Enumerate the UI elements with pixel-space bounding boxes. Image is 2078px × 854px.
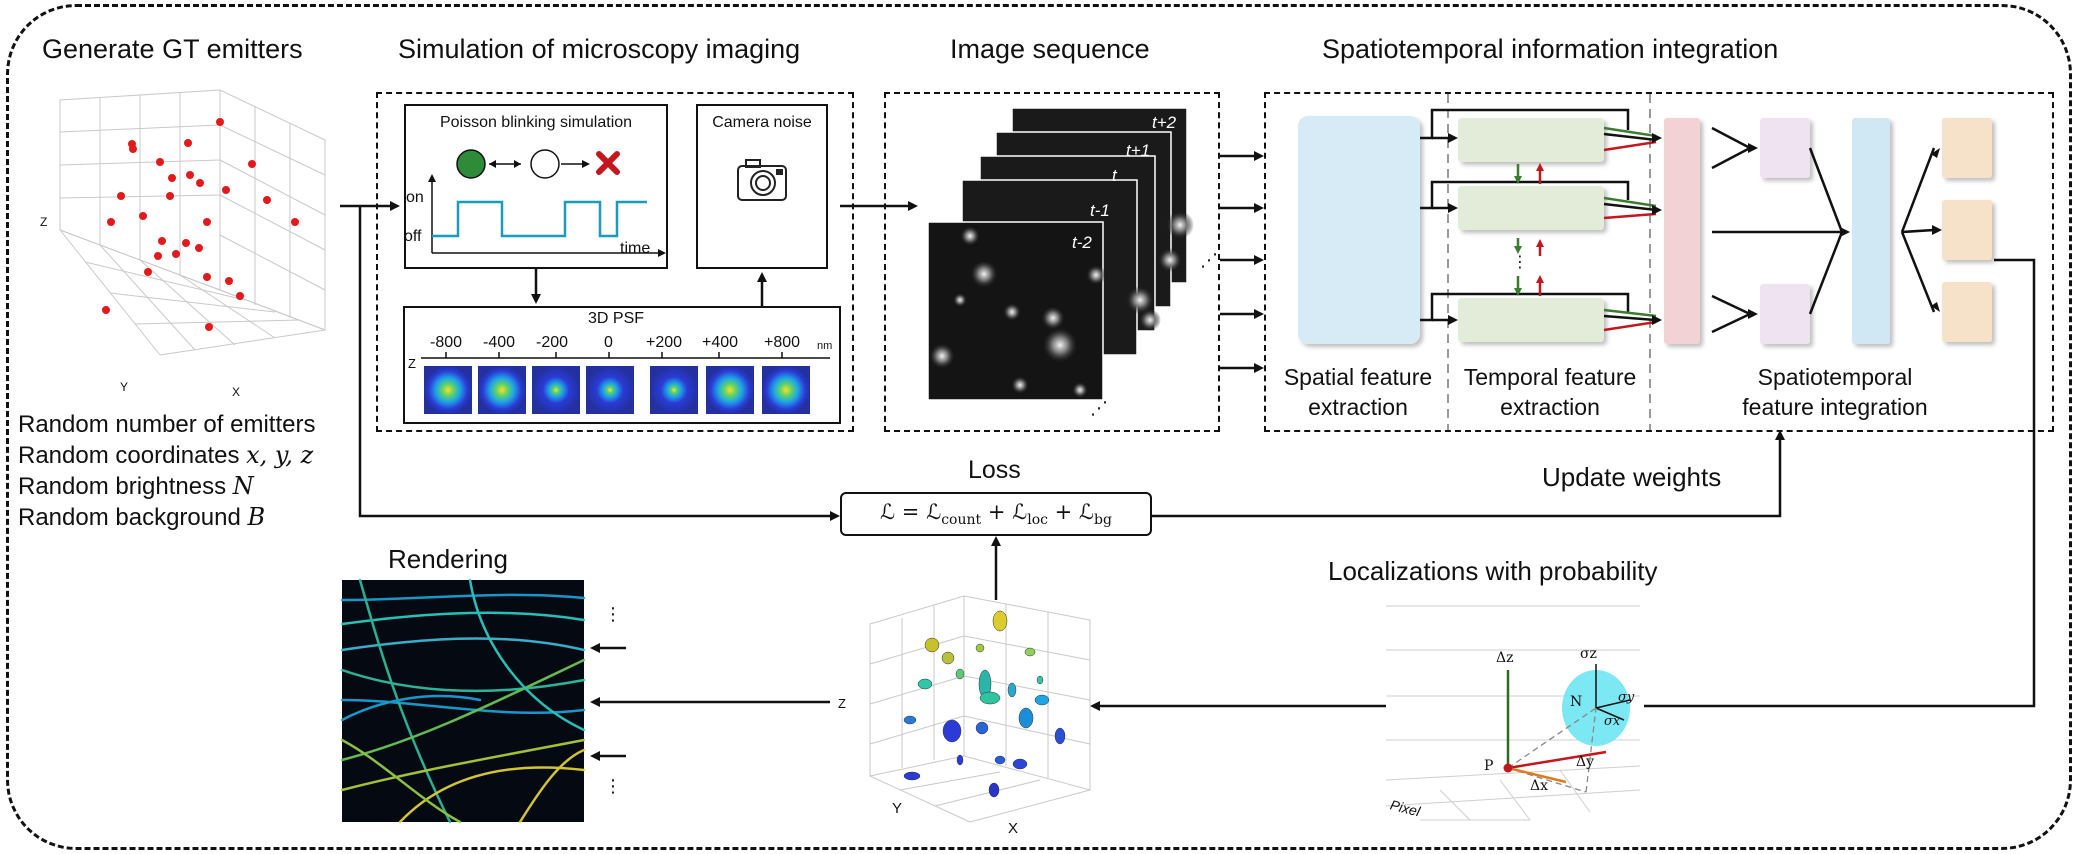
update-weights: Update weights [1542,462,1722,492]
camera-box [696,104,828,269]
loss-title: Loss [968,456,1021,484]
camera-icon [737,159,787,201]
gt-lines: Random number of emitters Random coordin… [18,410,315,533]
sim-title: Simulation of microscopy imaging [398,34,801,64]
frame-label-t: t [1112,166,1117,185]
psf-axis-z: Z [408,356,416,371]
gt-line-brightness: Random brightness N [18,472,254,500]
psf-tick-3: 0 [604,334,613,351]
loc3d-axis-y: Y [892,800,903,817]
psf-tick-1: -400 [483,334,516,351]
prob-sigma-y: σy [1618,690,1635,705]
psf-box [403,306,841,424]
gt-axis-y: Y [120,380,129,394]
st-box [1264,92,2054,432]
psf-title: 3D PSF [588,310,645,327]
psf-tick-2: -200 [536,334,569,351]
integ-blue [1852,118,1890,344]
frame-label-t-plus-1: t+1 [1126,141,1151,160]
gt-title: Generate GT emitters [42,34,303,64]
gt-line-number: Random number of emitters [18,411,316,438]
prob-dy: Δy [1576,754,1595,770]
seq-dots-bottom: ⋰ [1090,398,1108,418]
render-dots-top: ⋮ [604,604,622,624]
seq-title: Image sequence [950,34,1150,64]
prob-p: P [1484,758,1494,774]
loc3d-axis-z: Z [838,696,846,711]
psf-unit: nm [817,340,833,352]
prob-dx: Δx [1530,778,1549,794]
gt-axis-z: Z [40,215,48,229]
frame-label-t-plus-2: t+2 [1152,113,1177,132]
blink-time-label: time [620,240,651,257]
frame-label-t-minus-2: t-2 [1072,233,1092,252]
sim-box [376,92,854,432]
frame-label-t-minus-1: t-1 [1090,201,1110,220]
camera-title: Camera noise [712,114,812,131]
prob-sigma-z: σz [1580,646,1597,662]
integ-pink [1664,118,1700,344]
blink-on-label: on [406,189,424,206]
cross-icon [596,151,620,175]
st-title: Spatiotemporal information integration [1322,34,1779,64]
prob-dz: Δz [1496,650,1514,666]
loss-box [840,492,1152,536]
gt-line-background: Random background B [18,503,266,531]
loc3d-axis-x: X [1008,820,1019,837]
gt-line-coords: Random coordinates x, y, z [18,441,314,469]
prob-sigma-x: σx [1604,714,1621,729]
blink-box [404,104,668,269]
outer-frame [6,4,2072,850]
seq-box [884,92,1220,432]
prob-n: N [1570,694,1583,710]
render-dots-bottom: ⋮ [604,776,622,796]
blink-off-label: off [404,228,422,245]
temporal-dots: ⋮ [1512,254,1528,271]
spatial-block [1298,116,1420,344]
psf-tick-5: +400 [702,334,739,351]
blink-title: Poisson blinking simulation [439,114,633,131]
gt-axis-x: X [232,385,241,399]
poisson-circle-icon [456,149,486,179]
psf-tick-6: +800 [764,334,801,351]
seq-dots-right: ⋰ [1200,250,1218,270]
psf-tick-4: +200 [646,334,683,351]
psf-images [424,366,810,414]
render-title: Rendering [388,544,508,574]
prob-title: Localizations with probability [1328,556,1658,586]
loss-formula: ℒ = ℒcount + ℒloc + ℒbg [880,500,1112,529]
psf-tick-0: -800 [430,334,463,351]
